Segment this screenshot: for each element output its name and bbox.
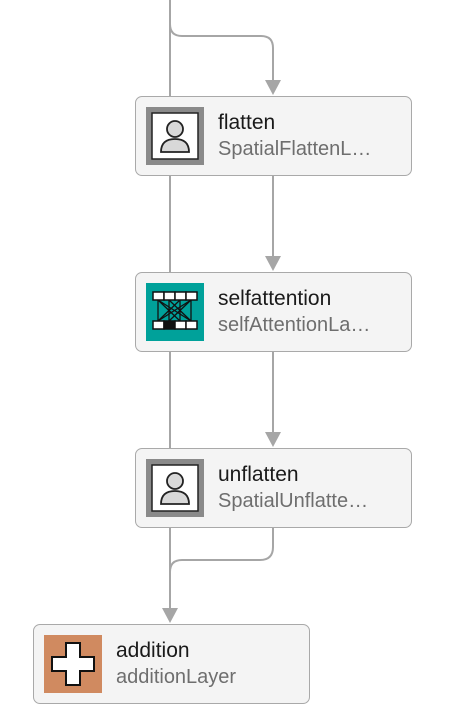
node-name: unflatten: [218, 463, 299, 486]
node-unflatten[interactable]: unflatten SpatialUnflatte…: [135, 448, 412, 528]
node-type: selfAttentionLa…: [218, 314, 371, 336]
person-silhouette-icon: [146, 107, 204, 165]
plus-icon: [44, 635, 102, 693]
node-type: SpatialFlattenL…: [218, 138, 372, 160]
node-addition[interactable]: addition additionLayer: [33, 624, 310, 704]
node-flatten[interactable]: flatten SpatialFlattenL…: [135, 96, 412, 176]
edge-arrowhead: [162, 608, 178, 623]
node-type: SpatialUnflatte…: [218, 490, 369, 512]
node-name: selfattention: [218, 287, 332, 310]
edge-unflatten-to-addition: [169, 527, 274, 610]
node-name: flatten: [218, 111, 276, 134]
node-selfattention[interactable]: selfattention selfAttentionLa…: [135, 272, 412, 352]
edge-arrowhead: [265, 80, 281, 95]
edge-input-to-flatten: [169, 0, 274, 82]
node-name: addition: [116, 639, 190, 662]
edge-arrowhead: [265, 256, 281, 271]
node-type: additionLayer: [116, 666, 237, 688]
attention-network-icon: [146, 283, 204, 341]
edge-arrowhead: [265, 432, 281, 447]
person-silhouette-icon: [146, 459, 204, 517]
